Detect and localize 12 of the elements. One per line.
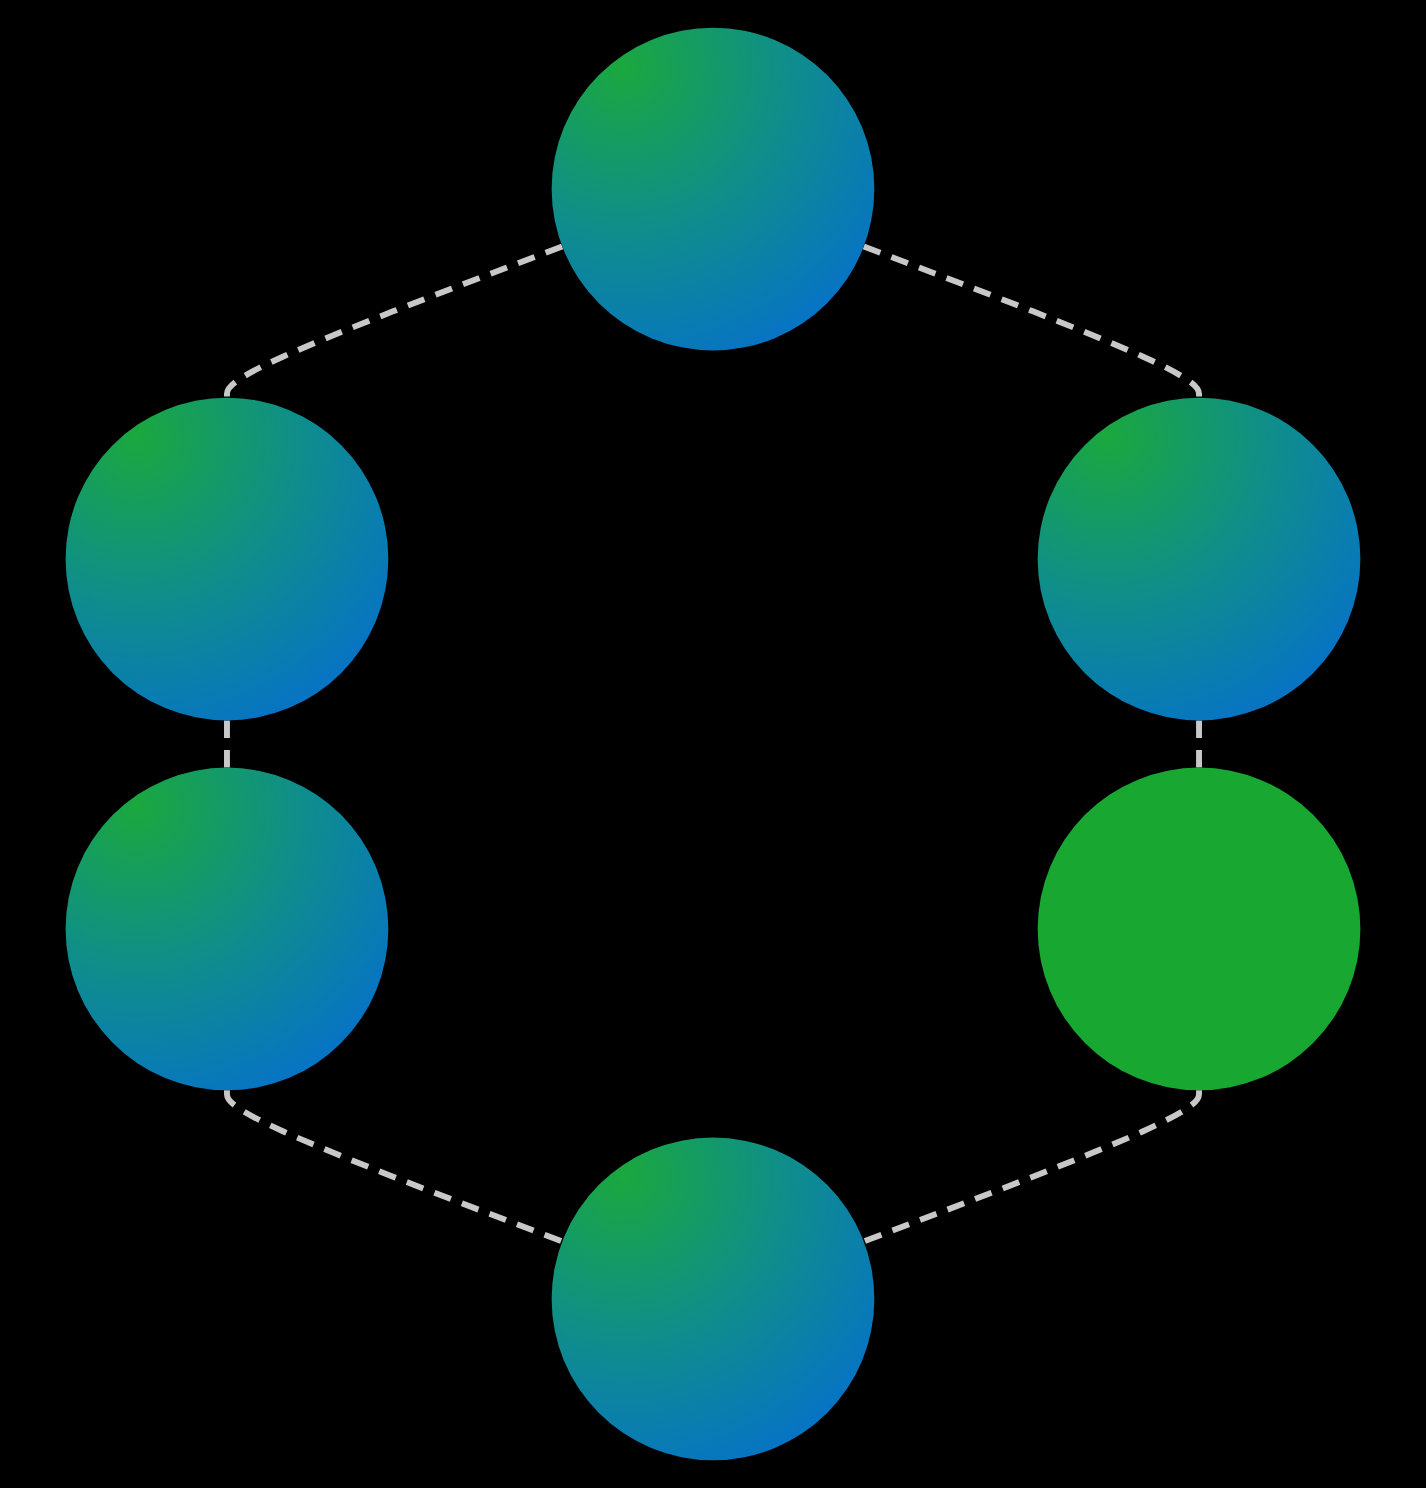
node-circle: [551, 1137, 875, 1461]
connector: [862, 243, 1202, 398]
connector: [224, 243, 564, 398]
node-circle: [1037, 767, 1361, 1091]
node-circle: [65, 397, 389, 721]
node-circle: [65, 767, 389, 1091]
node-circle: [1037, 397, 1361, 721]
connector: [862, 1090, 1202, 1245]
connector: [224, 1090, 564, 1245]
connector: [224, 720, 230, 768]
node-circle: [551, 27, 875, 351]
connector: [1196, 720, 1202, 768]
